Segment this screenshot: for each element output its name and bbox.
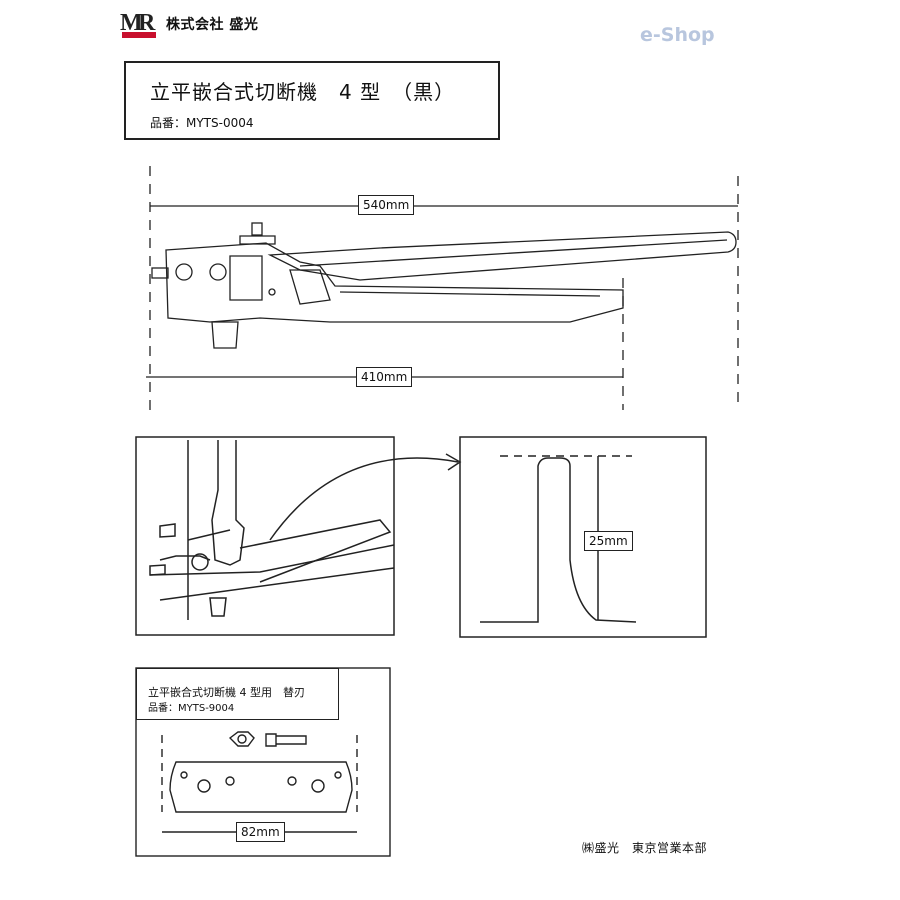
dimension-25: 25mm [584, 531, 633, 551]
footer-office: ㈱盛光 東京営業本部 [582, 841, 708, 855]
eshop-label[interactable]: e-Shop [640, 24, 715, 46]
replacement-blade-box [136, 668, 339, 720]
product-part-number: 品番：MYTS-0004 [150, 116, 254, 130]
dimension-410: 410mm [356, 367, 413, 387]
company-logo-icon: M R [120, 10, 156, 38]
product-title: 立平嵌合式切断機 4 型 （黒） [150, 80, 456, 104]
title-box [124, 61, 500, 140]
dimension-82: 82mm [236, 822, 285, 842]
replacement-blade-part-number: 品番：MYTS-9004 [148, 703, 235, 714]
company-name: 株式会社 盛光 [166, 17, 259, 33]
dimension-540: 540mm [358, 195, 415, 215]
svg-text:M: M [120, 10, 143, 36]
svg-text:R: R [138, 10, 156, 36]
replacement-blade-title: 立平嵌合式切断機 4 型用 替刃 [148, 686, 305, 699]
